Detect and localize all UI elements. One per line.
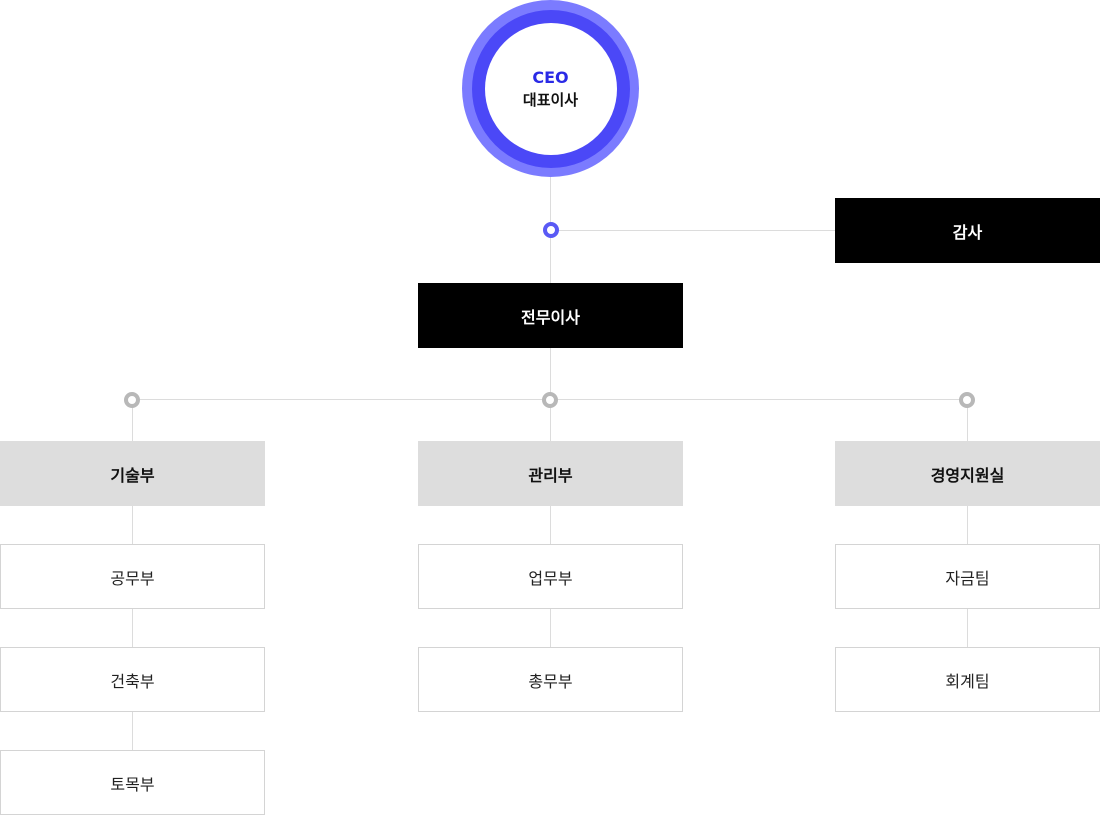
department-box-tech: 기술부 (0, 441, 265, 506)
connector-to-dept-support (967, 399, 968, 441)
ceo-label-circle: CEO 대표이사 (484, 22, 617, 155)
team-box: 건축부 (0, 647, 265, 712)
department-box-support: 경영지원실 (835, 441, 1100, 506)
junction-dot-icon (959, 392, 975, 408)
team-box: 자금팀 (835, 544, 1100, 609)
junction-dot-icon (543, 222, 559, 238)
connector-to-dept-tech (132, 399, 133, 441)
team-box: 총무부 (418, 647, 683, 712)
team-box: 토목부 (0, 750, 265, 815)
team-box: 업무부 (418, 544, 683, 609)
department-box-admin: 관리부 (418, 441, 683, 506)
audit-box: 감사 (835, 198, 1100, 263)
connector-to-dept-admin (550, 399, 551, 441)
junction-dot-icon (542, 392, 558, 408)
executive-director-box: 전무이사 (418, 283, 683, 348)
junction-dot-icon (124, 392, 140, 408)
ceo-title-ko: 대표이사 (522, 90, 579, 109)
ceo-ring: CEO 대표이사 (471, 9, 630, 168)
team-box: 회계팀 (835, 647, 1100, 712)
connector-to-audit (551, 230, 836, 231)
connector-executive-to-departments (550, 347, 551, 399)
ceo-title-en: CEO (532, 67, 569, 87)
team-box: 공무부 (0, 544, 265, 609)
connector-tech-teams (132, 505, 133, 751)
ceo-node: CEO 대표이사 (462, 0, 639, 177)
